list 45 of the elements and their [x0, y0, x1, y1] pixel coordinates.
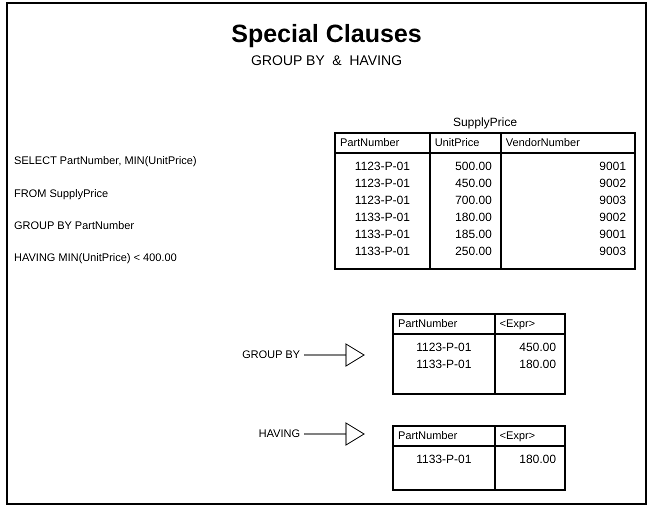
- column-header: PartNumber: [398, 430, 458, 442]
- table-cell: 9002: [599, 209, 626, 226]
- table-cell: 1133-P-01: [354, 226, 410, 243]
- column-header: <Expr>: [500, 318, 536, 330]
- table-cell: 450.00: [455, 175, 492, 192]
- table-cell: 9003: [599, 192, 626, 209]
- table-cell: 1123-P-01: [354, 158, 410, 175]
- table-cell: 1123-P-01: [354, 175, 410, 192]
- table-cell: 9002: [599, 175, 626, 192]
- table-title: SupplyPrice: [452, 114, 518, 130]
- block-arrow: [304, 422, 364, 446]
- table-cell: 9003: [599, 243, 626, 260]
- table-cell: 1133-P-01: [416, 451, 472, 468]
- column-header: UnitPrice: [434, 137, 480, 149]
- result-table: [334, 118, 636, 270]
- result-table: [392, 313, 566, 395]
- table-cell: 1133-P-01: [416, 356, 472, 373]
- column-header: VendorNumber: [506, 137, 580, 149]
- table-cell: 180.00: [455, 209, 492, 226]
- sql-line: FROM SupplyPrice: [14, 187, 108, 202]
- block-arrow: [304, 344, 364, 366]
- table-cell: 450.00: [519, 339, 556, 356]
- subtitle: GROUP BY & HAVING: [250, 51, 403, 70]
- table-cell: 1123-P-01: [354, 192, 410, 209]
- table-cell: 500.00: [455, 158, 492, 175]
- table-cell: 180.00: [519, 451, 556, 468]
- table-cell: 9001: [599, 226, 626, 243]
- table-cell: 1133-P-01: [354, 209, 410, 226]
- column-header: PartNumber: [340, 137, 400, 149]
- result-table: [392, 425, 566, 491]
- clause-label: HAVING: [230, 425, 300, 443]
- table-cell: 1133-P-01: [354, 243, 410, 260]
- table-cell: 250.00: [455, 243, 492, 260]
- table-cell: 9001: [599, 158, 626, 175]
- sql-line: HAVING MIN(UnitPrice) < 400.00: [14, 251, 177, 266]
- sql-line: GROUP BY PartNumber: [14, 219, 134, 234]
- title: Special Clauses: [230, 20, 423, 48]
- table-cell: 1123-P-01: [416, 339, 472, 356]
- column-header: <Expr>: [500, 430, 536, 442]
- clause-label: GROUP BY: [200, 346, 300, 364]
- sql-line: SELECT PartNumber, MIN(UnitPrice): [14, 154, 197, 169]
- table-cell: 185.00: [455, 226, 492, 243]
- table-cell: 700.00: [455, 192, 492, 209]
- table-cell: 180.00: [519, 356, 556, 373]
- column-header: PartNumber: [398, 318, 458, 330]
